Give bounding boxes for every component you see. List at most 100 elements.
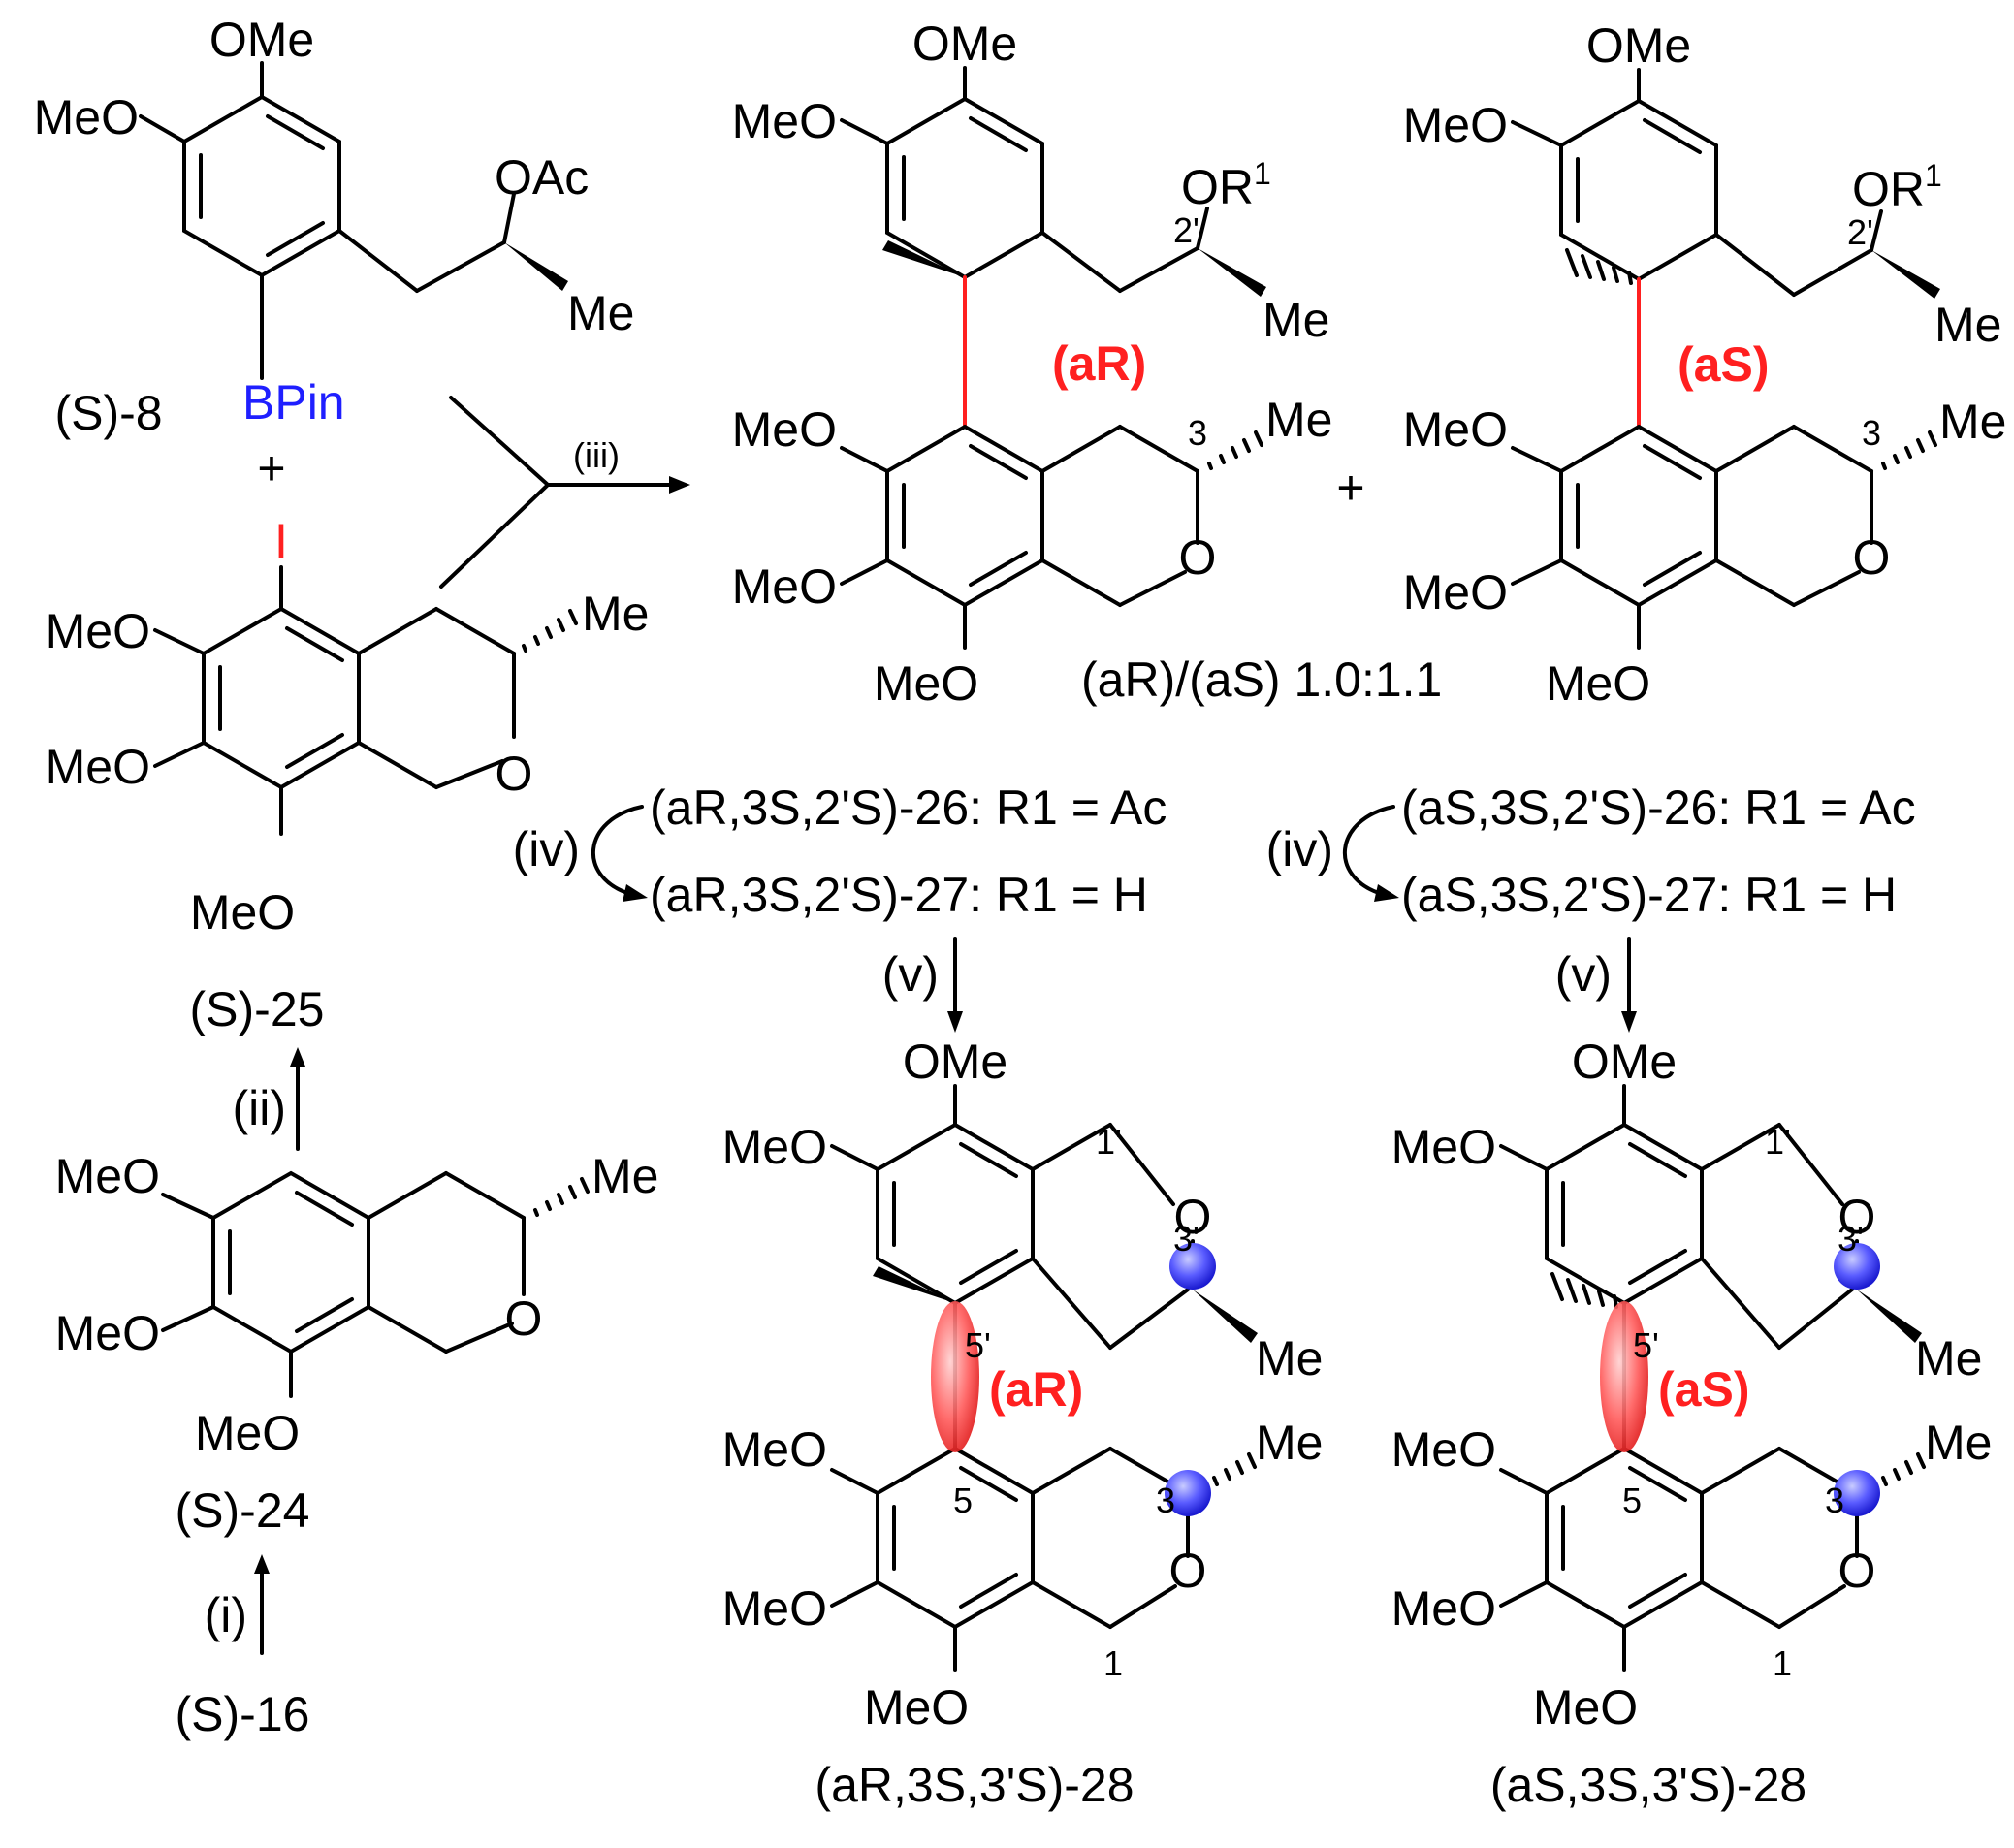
me-label: Me bbox=[1925, 1416, 1992, 1470]
meo-label: MeO bbox=[722, 1120, 827, 1174]
meo-label: MeO bbox=[46, 604, 150, 658]
ring-oxygen-label: O bbox=[1838, 1544, 1876, 1598]
plus-sign: + bbox=[257, 441, 285, 495]
stereocenter-highlight bbox=[1169, 1243, 1216, 1290]
stereocenter-highlight bbox=[1834, 1470, 1880, 1516]
compound-S-25-structure: I Me O MeO MeO MeO bbox=[46, 514, 650, 940]
or1-label: OR1 bbox=[1852, 158, 1942, 216]
plus-sign: + bbox=[1336, 461, 1364, 515]
stereocenter-highlight bbox=[1834, 1243, 1880, 1290]
ome-label: OMe bbox=[209, 13, 314, 67]
reagent-ii: (ii) bbox=[232, 1081, 286, 1135]
compound-label-S-16: (S)-16 bbox=[176, 1687, 310, 1741]
atropisomer-ratio: (aR)/(aS) 1.0:1.1 bbox=[1081, 653, 1442, 707]
me-label: Me bbox=[1263, 293, 1329, 347]
ring-oxygen-label: O bbox=[1169, 1544, 1207, 1598]
reagent-iv-left: (iv) bbox=[513, 822, 580, 876]
convergence-line-top bbox=[449, 396, 550, 487]
atom-number-3: 3 bbox=[1825, 1481, 1844, 1520]
iodine-label: I bbox=[274, 514, 288, 568]
meo-label: MeO bbox=[1391, 1581, 1496, 1636]
atom-number-1: 1 bbox=[1103, 1643, 1123, 1683]
ome-label: OMe bbox=[912, 16, 1017, 71]
compound-label-aS-28: (aS,3S,3'S)-28 bbox=[1490, 1758, 1806, 1812]
meo-label: MeO bbox=[46, 740, 150, 794]
curved-arrow-iv-right bbox=[1343, 805, 1395, 896]
ring-oxygen-label: O bbox=[1853, 530, 1891, 585]
compound-label-aS-26: (aS,3S,2'S)-26: R1 = Ac bbox=[1401, 781, 1916, 835]
atom-number-2-prime: 2' bbox=[1847, 212, 1873, 252]
meo-label: MeO bbox=[1403, 402, 1508, 457]
reagent-iii: (iii) bbox=[573, 435, 620, 475]
atom-number-1: 1 bbox=[1773, 1643, 1792, 1683]
meo-label: MeO bbox=[1546, 656, 1650, 711]
axis-highlight bbox=[931, 1301, 979, 1452]
meo-label: MeO bbox=[874, 656, 978, 711]
compound-label-S-8: (S)-8 bbox=[54, 386, 162, 440]
atom-number-3-prime: 3' bbox=[1173, 1219, 1199, 1259]
me-label: Me bbox=[1256, 1416, 1323, 1470]
meo-label: MeO bbox=[55, 1306, 160, 1360]
or1-label: OR1 bbox=[1181, 156, 1271, 214]
meo-label: MeO bbox=[732, 94, 837, 148]
me-label: Me bbox=[567, 286, 634, 340]
atom-number-1-prime: 1' bbox=[1765, 1122, 1791, 1162]
me-label: Me bbox=[1915, 1331, 1982, 1386]
reagent-i: (i) bbox=[205, 1588, 247, 1642]
ring-oxygen-label: O bbox=[505, 1291, 543, 1346]
meo-label: MeO bbox=[1391, 1120, 1496, 1174]
meo-label: MeO bbox=[1403, 565, 1508, 620]
atom-number-3: 3 bbox=[1862, 413, 1881, 453]
atom-number-3: 3 bbox=[1188, 413, 1207, 453]
atom-number-2-prime: 2' bbox=[1173, 210, 1199, 250]
meo-label: MeO bbox=[195, 1406, 300, 1460]
me-label: Me bbox=[1939, 395, 2006, 449]
meo-label: MeO bbox=[1533, 1680, 1638, 1735]
ring-oxygen-label: O bbox=[496, 747, 533, 801]
atom-number-5: 5 bbox=[953, 1481, 973, 1520]
oac-label: OAc bbox=[495, 150, 589, 205]
compound-S-8-structure: OMe MeO OAc Me BPin bbox=[34, 13, 635, 430]
axial-label-aS: (aS) bbox=[1678, 337, 1769, 392]
ome-label: OMe bbox=[903, 1035, 1007, 1089]
meo-label: MeO bbox=[722, 1422, 827, 1477]
atom-number-5-prime: 5' bbox=[965, 1325, 991, 1365]
me-label: Me bbox=[1256, 1331, 1323, 1386]
compound-aR-28-structure: OMe MeO 1' O 3' Me 5' 5 MeO MeO Me 3 O 1… bbox=[722, 1035, 1324, 1735]
compound-label-S-24: (S)-24 bbox=[176, 1483, 310, 1538]
me-label: Me bbox=[1265, 393, 1332, 447]
compound-label-aR-28: (aR,3S,3'S)-28 bbox=[815, 1758, 1134, 1812]
meo-label: MeO bbox=[55, 1149, 160, 1203]
meo-label: MeO bbox=[732, 402, 837, 457]
me-label: Me bbox=[582, 587, 649, 641]
compound-label-aR-27: (aR,3S,2'S)-27: R1 = H bbox=[650, 868, 1148, 922]
reagent-iv-right: (iv) bbox=[1266, 822, 1333, 876]
me-label: Me bbox=[591, 1149, 658, 1203]
axial-label-aS: (aS) bbox=[1658, 1362, 1749, 1417]
meo-label: MeO bbox=[34, 90, 139, 144]
atom-number-3: 3 bbox=[1156, 1481, 1175, 1520]
axial-label-aR: (aR) bbox=[989, 1362, 1083, 1417]
ring-oxygen-label: O bbox=[1179, 530, 1217, 585]
compound-label-aS-27: (aS,3S,2'S)-27: R1 = H bbox=[1401, 868, 1897, 922]
meo-label: MeO bbox=[190, 885, 295, 940]
reagent-v-right: (v) bbox=[1555, 947, 1612, 1002]
atom-number-3-prime: 3' bbox=[1838, 1219, 1864, 1259]
compound-label-aR-26: (aR,3S,2'S)-26: R1 = Ac bbox=[650, 781, 1167, 835]
atom-number-5: 5 bbox=[1622, 1481, 1642, 1520]
ome-label: OMe bbox=[1586, 18, 1691, 73]
curved-arrow-iv-left bbox=[591, 805, 644, 896]
meo-label: MeO bbox=[1391, 1422, 1496, 1477]
reagent-v-left: (v) bbox=[882, 947, 939, 1002]
compound-aS-26-structure: OMe MeO OR1 2' Me 3 Me O MeO MeO MeO bbox=[1403, 18, 2007, 711]
bpin-label: BPin bbox=[242, 375, 345, 430]
convergence-line-bottom bbox=[439, 483, 550, 589]
meo-label: MeO bbox=[732, 559, 837, 614]
axial-label-aR: (aR) bbox=[1052, 336, 1146, 391]
compound-label-S-25: (S)-25 bbox=[190, 982, 325, 1036]
axis-highlight bbox=[1600, 1301, 1648, 1452]
compound-aS-28-structure: OMe MeO 1' O 3' Me 5' 5 MeO MeO Me 3 O 1… bbox=[1391, 1035, 1993, 1735]
ome-label: OMe bbox=[1572, 1035, 1677, 1089]
me-label: Me bbox=[1934, 298, 2001, 352]
